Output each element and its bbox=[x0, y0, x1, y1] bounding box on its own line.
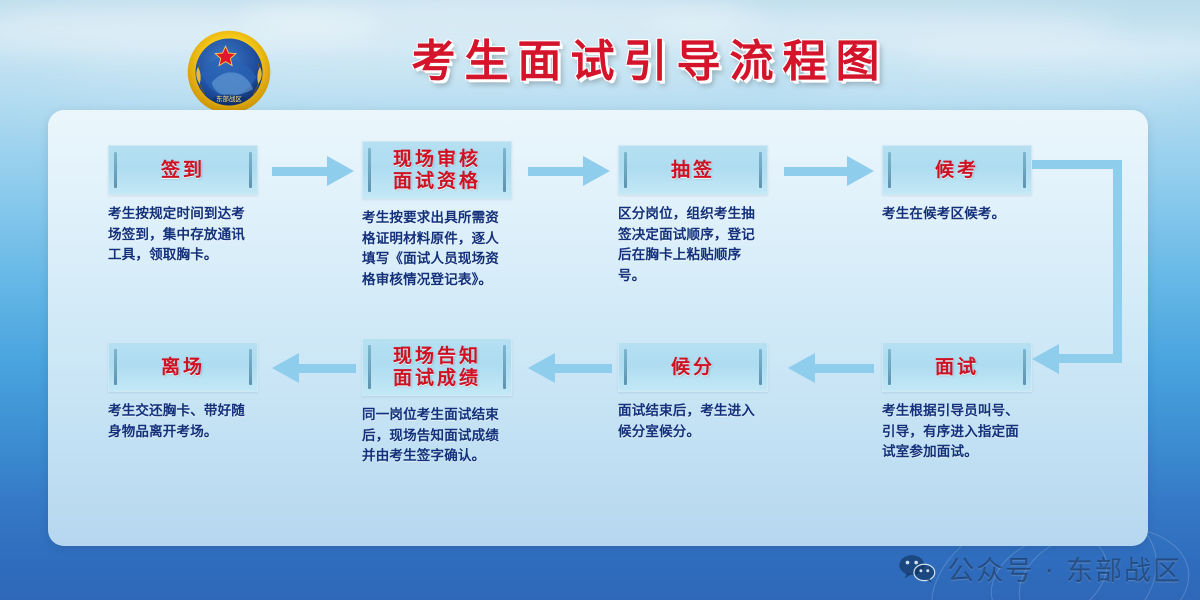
flow-node-interview[interactable]: 面试 考生根据引导员叫号、引导，有序进入指定面试室参加面试。 bbox=[882, 342, 1032, 463]
eastern-theater-command-emblem: 东部战区 bbox=[186, 29, 272, 115]
flow-node-leave[interactable]: 离场 考生交还胸卡、带好随身物品离开考场。 bbox=[108, 342, 258, 442]
arrow-head-icon bbox=[272, 353, 299, 383]
arrow-shaft bbox=[814, 364, 874, 373]
node-description: 考生根据引导员叫号、引导，有序进入指定面试室参加面试。 bbox=[882, 403, 1019, 461]
arrow-segment-bottom bbox=[1058, 354, 1122, 363]
arrow-waiting-to-interview bbox=[1032, 160, 1130, 374]
arrow-head-icon bbox=[327, 156, 354, 186]
arrow-shaft bbox=[554, 364, 612, 373]
header: 东部战区 考生面试引导流程图 bbox=[0, 0, 1200, 114]
cloud bbox=[900, 34, 1200, 68]
arrow-head-icon bbox=[583, 156, 610, 186]
arrow-review-to-draw bbox=[528, 156, 610, 186]
arrow-head-icon bbox=[528, 353, 555, 383]
flow-node-sign-in[interactable]: 签到 考生按规定时间到达考场签到，集中存放通讯工具，领取胸卡。 bbox=[108, 145, 258, 266]
flow-node-announce-score[interactable]: 现场告知面试成绩 同一岗位考生面试结束后，现场告知面试成绩并由考生签字确认。 bbox=[362, 338, 512, 467]
flow-node-draw-lots[interactable]: 抽签 区分岗位，组织考生抽签决定面试顺序，登记后在胸卡上粘贴顺序号。 bbox=[618, 145, 768, 286]
arrow-head-icon bbox=[847, 156, 874, 186]
arrow-shaft bbox=[528, 167, 584, 176]
node-box: 现场审核面试资格 bbox=[362, 141, 512, 199]
flow-node-waiting-score[interactable]: 候分 面试结束后，考生进入候分室候分。 bbox=[618, 342, 768, 442]
node-title: 面试 bbox=[934, 355, 979, 378]
watermark-text: 公众号 · 东部战区 bbox=[947, 556, 1182, 587]
cloud bbox=[640, 8, 1120, 48]
cloud bbox=[0, 4, 380, 50]
node-title: 候考 bbox=[934, 158, 979, 181]
node-description: 考生交还胸卡、带好随身物品离开考场。 bbox=[108, 403, 245, 440]
watermark: 公众号 · 东部战区 bbox=[898, 549, 1182, 588]
node-description: 同一岗位考生面试结束后，现场告知面试成绩并由考生签字确认。 bbox=[362, 407, 499, 465]
arrow-announce-to-leave bbox=[272, 353, 356, 383]
arrow-score-to-announce bbox=[528, 353, 612, 383]
arrow-shaft bbox=[272, 167, 328, 176]
node-title: 签到 bbox=[160, 158, 205, 181]
arrow-shaft bbox=[784, 167, 848, 176]
node-title: 候分 bbox=[670, 355, 715, 378]
arrow-interview-to-score bbox=[788, 353, 874, 383]
node-box: 抽签 bbox=[618, 145, 768, 195]
node-box: 候分 bbox=[618, 342, 768, 392]
node-title: 离场 bbox=[160, 355, 205, 378]
node-box: 离场 bbox=[108, 342, 258, 392]
flow-node-onsite-review[interactable]: 现场审核面试资格 考生按要求出具所需资格证明材料原件，逐人填写《面试人员现场资格… bbox=[362, 141, 512, 290]
node-box: 现场告知面试成绩 bbox=[362, 338, 512, 396]
node-box: 签到 bbox=[108, 145, 258, 195]
arrow-segment-top bbox=[1032, 160, 1122, 169]
node-description: 面试结束后，考生进入候分室候分。 bbox=[618, 403, 755, 440]
node-description: 考生按要求出具所需资格证明材料原件，逐人填写《面试人员现场资格审核情况登记表》。 bbox=[362, 210, 499, 288]
node-title: 现场审核面试资格 bbox=[392, 147, 481, 192]
arrow-head-icon bbox=[1032, 344, 1059, 374]
arrow-shaft bbox=[298, 364, 356, 373]
arrow-signin-to-review bbox=[272, 156, 354, 186]
cloud bbox=[60, 54, 760, 84]
arrow-draw-to-waiting bbox=[784, 156, 874, 186]
node-description: 考生在候考区候考。 bbox=[882, 206, 1006, 222]
wechat-icon bbox=[898, 554, 936, 584]
node-description: 考生按规定时间到达考场签到，集中存放通讯工具，领取胸卡。 bbox=[108, 206, 245, 264]
cloud bbox=[240, 0, 760, 46]
svg-text:东部战区: 东部战区 bbox=[216, 94, 242, 103]
cloud bbox=[780, 62, 1200, 88]
arrow-segment-right bbox=[1113, 160, 1122, 363]
node-box: 面试 bbox=[882, 342, 1032, 392]
node-description: 区分岗位，组织考生抽签决定面试顺序，登记后在胸卡上粘贴顺序号。 bbox=[618, 206, 755, 284]
arrow-head-icon bbox=[788, 353, 815, 383]
node-box: 候考 bbox=[882, 145, 1032, 195]
flow-node-waiting-exam[interactable]: 候考 考生在候考区候考。 bbox=[882, 145, 1032, 225]
node-title: 现场告知面试成绩 bbox=[392, 344, 481, 389]
node-title: 抽签 bbox=[670, 158, 715, 181]
page-title: 考生面试引导流程图 bbox=[411, 36, 889, 87]
